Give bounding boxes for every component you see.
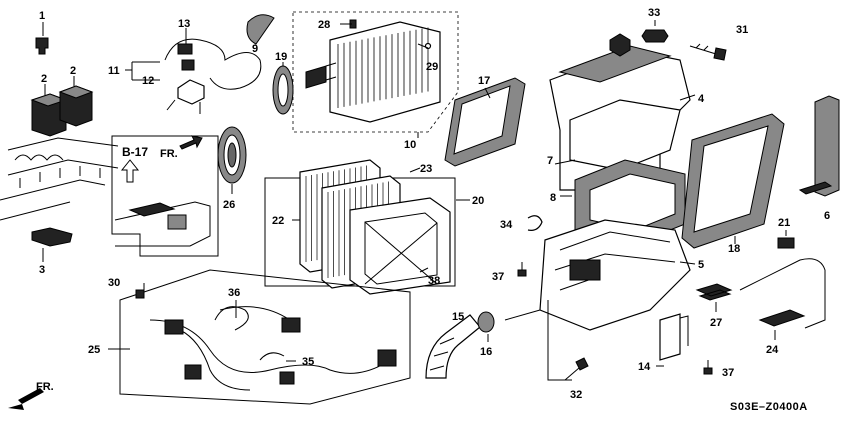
- callout-17: 17: [478, 75, 490, 87]
- part-3-connector: [31, 227, 73, 262]
- part-32-bolt: [564, 357, 589, 381]
- callout-16: 16: [480, 346, 492, 358]
- leader-lines: [108, 23, 429, 362]
- part-19-gasket: [272, 62, 294, 115]
- callout-38: 38: [428, 275, 440, 287]
- callout-36: 36: [228, 287, 240, 299]
- direction-arrow-bottom: [8, 388, 44, 410]
- callout-24: 24: [766, 344, 779, 356]
- part-11-13-sensor-harness: [125, 28, 262, 114]
- callout-14: 14: [638, 361, 651, 373]
- callout-1: 1: [39, 10, 45, 22]
- part-1-clip: [35, 22, 49, 55]
- part-37-screw: [517, 262, 713, 375]
- callout-28: 28: [318, 19, 330, 31]
- callout-5: 5: [698, 259, 704, 271]
- callout-11: 11: [108, 65, 120, 77]
- part-33-nut: [641, 20, 669, 43]
- callout-18: 18: [728, 243, 740, 255]
- callout-20: 20: [472, 195, 484, 207]
- part-25-harness: [119, 269, 411, 405]
- callout-6: 6: [824, 210, 830, 222]
- callout-9: 9: [252, 43, 258, 55]
- part-17-seal: [444, 77, 526, 167]
- callout-12: 12: [142, 75, 154, 87]
- filter-assembly: [264, 159, 470, 295]
- callout-37b: 37: [722, 367, 734, 379]
- part-14-bracket: [656, 313, 689, 367]
- inset-ref-label: B-17: [122, 145, 148, 159]
- callout-15: 15: [452, 311, 464, 323]
- callout-2a: 2: [41, 73, 47, 85]
- inset-b17: [111, 135, 219, 257]
- callout-33: 33: [648, 7, 660, 19]
- callout-32: 32: [570, 389, 582, 401]
- callout-8: 8: [550, 192, 556, 204]
- inset-direction-label: FR.: [160, 148, 178, 160]
- part-9-foam: [246, 14, 275, 45]
- callout-7: 7: [547, 155, 553, 167]
- callout-34: 34: [500, 219, 513, 231]
- callout-31: 31: [736, 24, 748, 36]
- callout-35: 35: [302, 356, 314, 368]
- callout-13: 13: [178, 18, 190, 30]
- evaporator-core: [292, 11, 459, 133]
- part-6-foam: [798, 95, 840, 197]
- callout-29: 29: [426, 61, 438, 73]
- part-27-clip: [695, 283, 733, 312]
- relay-bracket: [0, 137, 119, 221]
- callouts: 1 2 2 3 11 12 13 9 28 19 29 10 26 23 22 …: [39, 7, 830, 401]
- callout-10: 10: [404, 139, 416, 151]
- callout-3: 3: [39, 264, 45, 276]
- callout-19: 19: [275, 51, 287, 63]
- callout-27: 27: [710, 317, 722, 329]
- part-24-sensor: [739, 258, 826, 340]
- diagram-code: S03E–Z0400A: [730, 401, 808, 413]
- part-26-grommet: [217, 126, 247, 194]
- callout-2b: 2: [70, 65, 76, 77]
- callout-25: 25: [88, 344, 100, 356]
- part-5-lower-case: [539, 219, 696, 331]
- callout-37a: 37: [492, 271, 504, 283]
- bottom-direction-label: FR.: [36, 381, 54, 393]
- callout-4: 4: [698, 93, 705, 105]
- callout-23: 23: [420, 163, 432, 175]
- callout-22: 22: [272, 215, 284, 227]
- part-21-bolt: [777, 230, 795, 249]
- part-18-seal: [681, 113, 785, 249]
- part-31-bolt: [689, 43, 727, 61]
- callout-30: 30: [108, 277, 120, 289]
- part-34-clip: [527, 215, 543, 231]
- part-2-relays: [30, 76, 94, 137]
- callout-21: 21: [778, 217, 790, 229]
- part-15-16-drain: [425, 311, 495, 379]
- callout-26: 26: [223, 199, 235, 211]
- upper-case: [549, 33, 696, 191]
